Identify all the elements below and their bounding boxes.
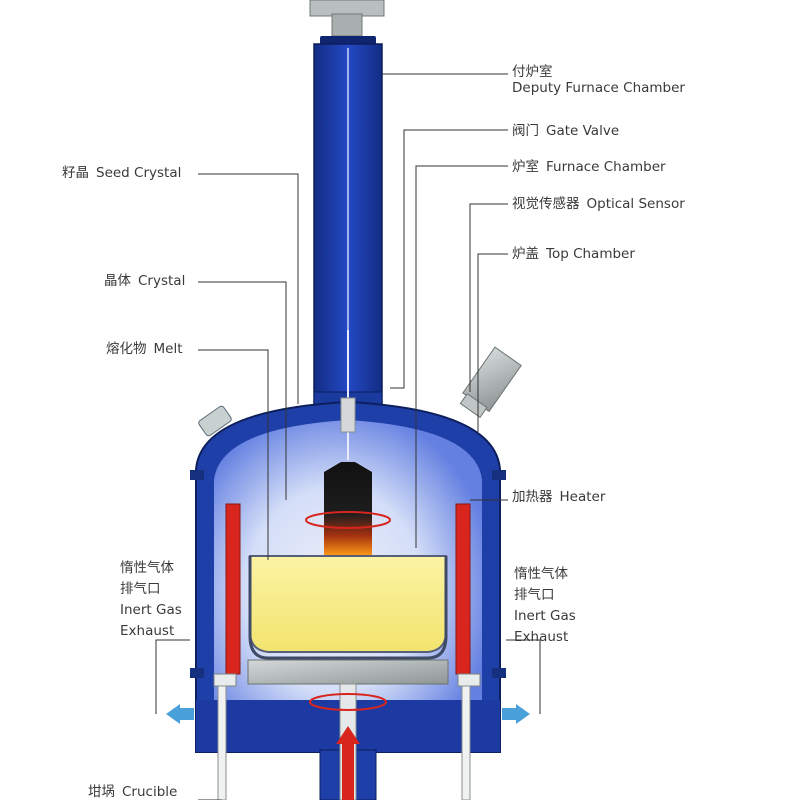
label-deputy-furnace-chamber: 付炉室 Deputy Furnace Chamber xyxy=(512,64,685,96)
heaters xyxy=(213,503,481,800)
label-inert-gas-exhaust-right: 惰性气体 排气口 Inert Gas Exhaust xyxy=(514,566,576,645)
crucible xyxy=(247,555,449,685)
top-motor xyxy=(309,0,385,37)
crystal-and-seed xyxy=(305,330,391,556)
leader-lines xyxy=(155,73,541,800)
label-inert-gas-exhaust-left: 惰性气体 排气口 Inert Gas Exhaust xyxy=(120,560,182,639)
left-port xyxy=(198,405,232,437)
exhaust-arrows xyxy=(166,704,530,724)
crucible-shaft xyxy=(309,683,387,800)
optical-sensor xyxy=(459,346,522,418)
